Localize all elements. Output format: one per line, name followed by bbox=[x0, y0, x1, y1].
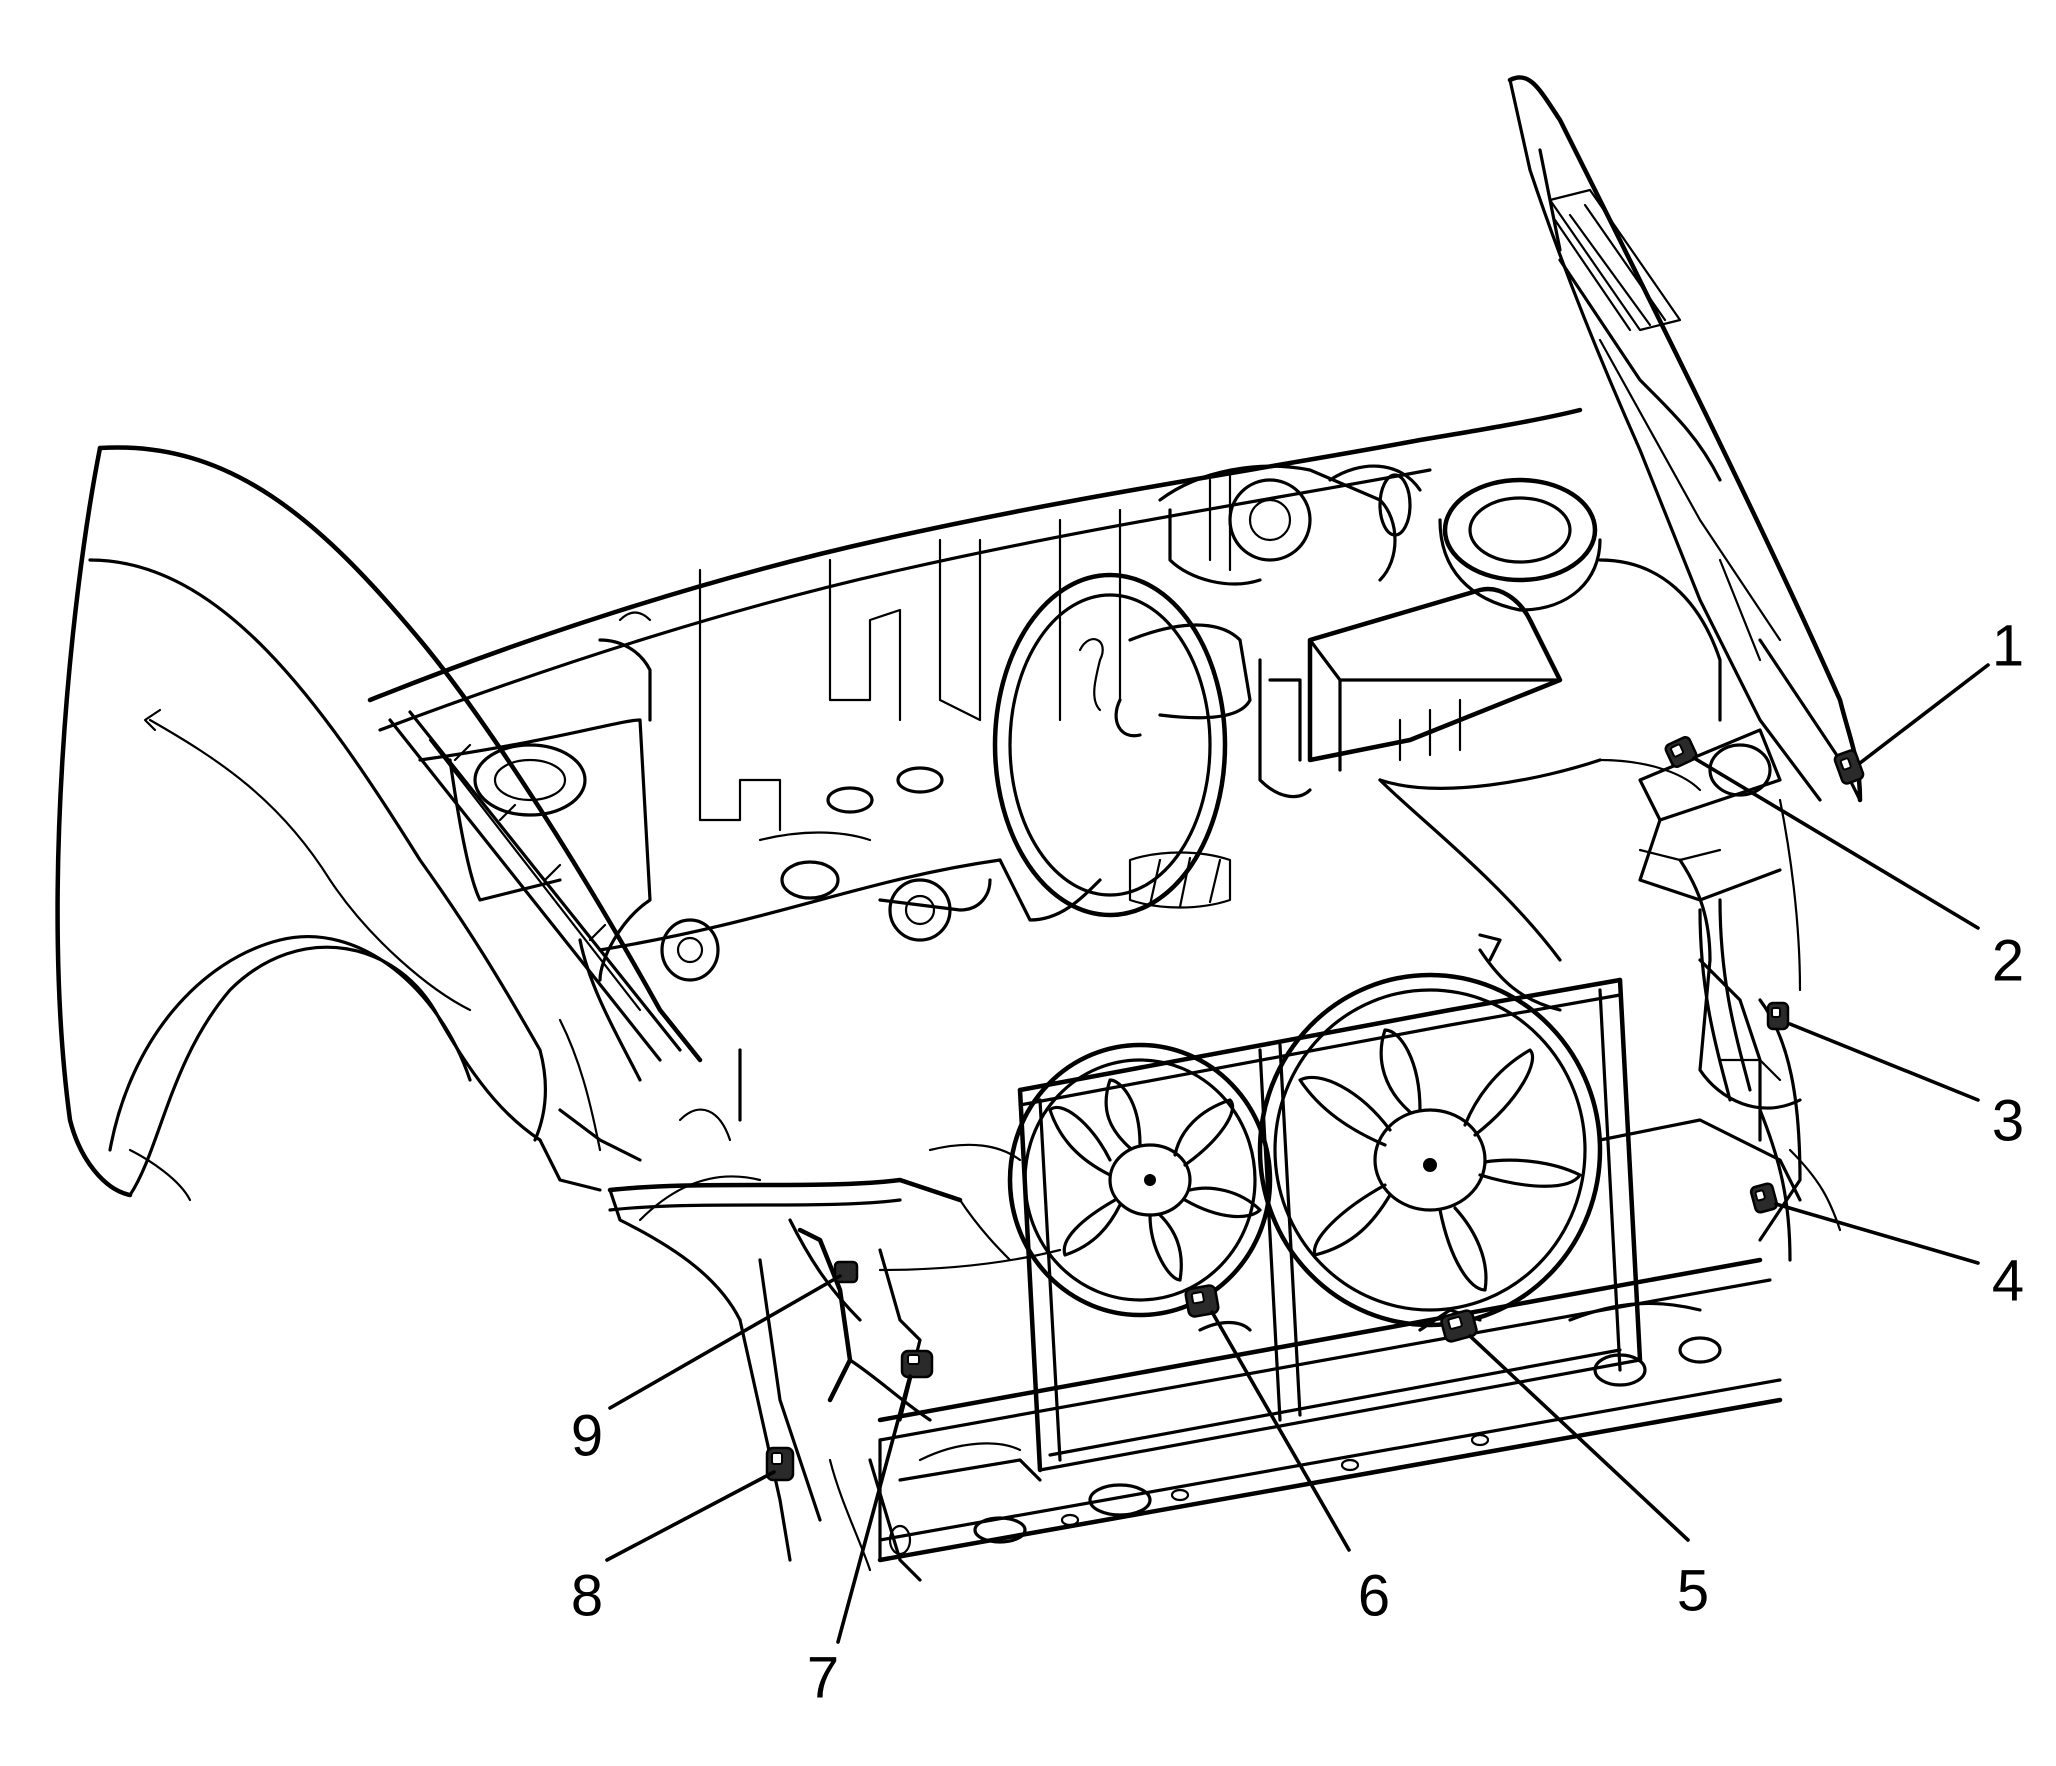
right-frame-rail bbox=[1598, 858, 1802, 1242]
callout-3: 3 bbox=[1992, 1088, 2024, 1153]
callout-labels: 1 2 3 4 5 6 7 8 9 bbox=[571, 613, 2024, 1710]
callout-1: 1 bbox=[1992, 613, 2024, 678]
leader-6 bbox=[1210, 1310, 1351, 1552]
callout-8: 8 bbox=[571, 1563, 603, 1628]
connector-5 bbox=[1440, 1309, 1478, 1343]
callout-5: 5 bbox=[1677, 1558, 1709, 1623]
leader-8 bbox=[605, 1470, 776, 1562]
cooling-fan-left bbox=[1007, 1042, 1273, 1318]
leader-3 bbox=[1788, 1022, 1980, 1102]
leader-2 bbox=[1692, 756, 1980, 930]
leader-7 bbox=[836, 1374, 912, 1644]
connector-6 bbox=[1184, 1284, 1220, 1318]
leader-lines bbox=[605, 663, 1990, 1644]
callout-7: 7 bbox=[807, 1645, 839, 1710]
callout-2: 2 bbox=[1992, 928, 2024, 993]
connector-2 bbox=[1664, 736, 1698, 768]
callout-9: 9 bbox=[571, 1403, 603, 1468]
connector-1 bbox=[1833, 749, 1865, 785]
leader-9 bbox=[608, 1274, 842, 1410]
left-fender bbox=[55, 445, 703, 1202]
connector-3 bbox=[1766, 1001, 1790, 1031]
firewall bbox=[367, 407, 1583, 1082]
radiator-support bbox=[877, 977, 1783, 1563]
control-module bbox=[1258, 586, 1563, 799]
callout-6: 6 bbox=[1358, 1563, 1390, 1628]
connectors bbox=[765, 736, 1865, 1482]
right-strut-tower bbox=[1378, 477, 1782, 962]
leader-5 bbox=[1468, 1334, 1690, 1542]
left-front-harness bbox=[538, 1048, 1062, 1582]
wiper-motor bbox=[1158, 464, 1422, 586]
callout-4: 4 bbox=[1992, 1248, 2024, 1313]
connector-4 bbox=[1749, 1182, 1779, 1214]
leader-1 bbox=[1858, 663, 1990, 765]
wiring-harness bbox=[1198, 798, 1842, 1332]
brake-booster bbox=[992, 572, 1252, 918]
leader-4 bbox=[1774, 1202, 1980, 1265]
hood-right bbox=[1507, 75, 1863, 803]
connector-7 bbox=[900, 1349, 934, 1379]
